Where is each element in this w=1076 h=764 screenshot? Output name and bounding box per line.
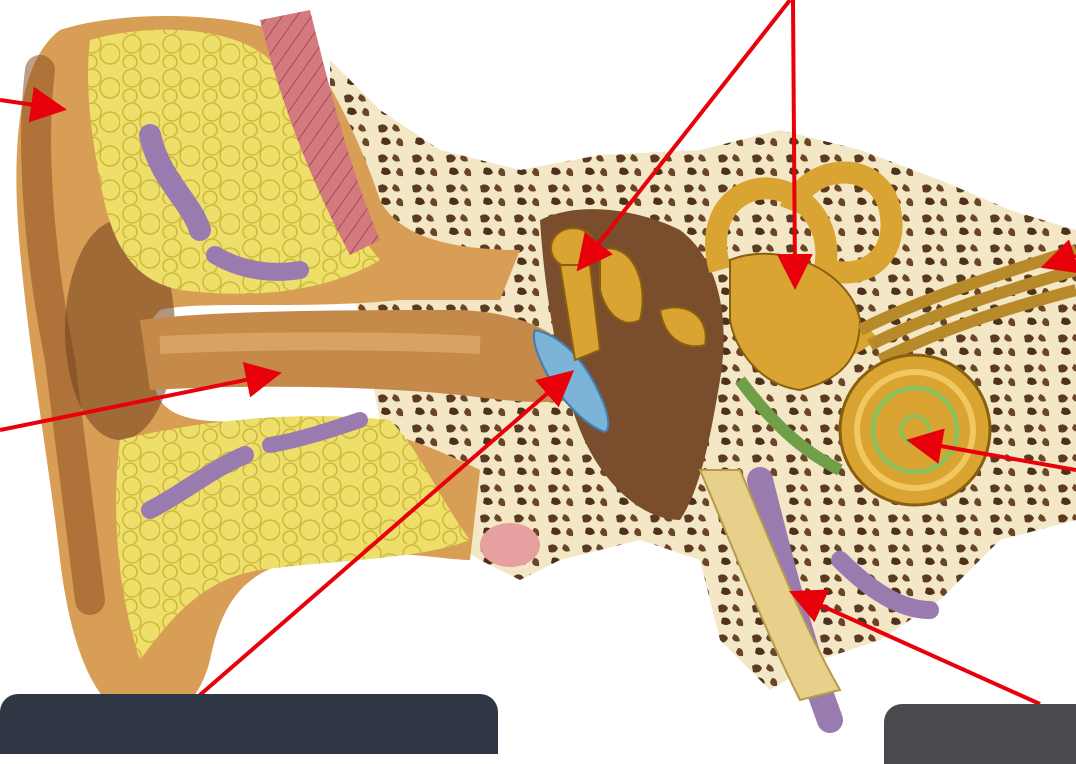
label-box-left: [0, 694, 498, 754]
gland: [480, 523, 540, 567]
ear-illustration: [0, 0, 1076, 742]
ear-anatomy-diagram: [0, 0, 1076, 742]
label-box-right: [884, 704, 1076, 764]
arrow-semicircular-canals: [793, 0, 795, 278]
